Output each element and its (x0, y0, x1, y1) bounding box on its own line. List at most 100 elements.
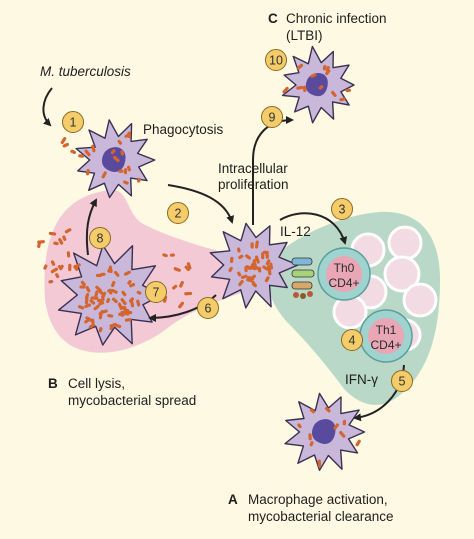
bacterium (86, 168, 90, 176)
step-marker-number: 10 (269, 54, 283, 68)
bacterium (267, 268, 272, 276)
step-marker-number: 4 (349, 334, 356, 348)
activated-macrophage-nucleus (311, 419, 336, 444)
bacterium (110, 149, 116, 155)
outcome-c-line1: Chronic infection (286, 11, 387, 26)
il12-label: IL-12 (280, 224, 311, 239)
bacterium (317, 459, 322, 468)
bacterium (118, 312, 125, 317)
bacterium (68, 263, 72, 272)
bacterium (124, 318, 132, 322)
step-marker-8: 8 (89, 227, 111, 249)
step-marker-number: 6 (205, 302, 212, 316)
bacterium (85, 285, 91, 293)
step-marker-number: 7 (153, 286, 160, 300)
synapse-peptide-1 (293, 292, 299, 298)
outcome-c-line2: (LTBI) (286, 28, 323, 43)
step-marker-circle (167, 202, 189, 224)
bacterium (84, 149, 91, 157)
bacterium (309, 408, 315, 414)
step-marker-number: 1 (70, 116, 77, 130)
bacterium (169, 253, 175, 257)
chronic-infection-macrophage-nucleus (305, 73, 328, 97)
bacterium (237, 247, 241, 253)
bacterium (98, 290, 105, 296)
bacterium (126, 165, 131, 172)
bacterium (254, 240, 259, 249)
bacterium (264, 276, 270, 283)
cd4-cell-bg-2 (387, 225, 423, 261)
arrow-lysis-to-phagocytosis (85, 198, 97, 256)
bacterium (77, 305, 85, 310)
synapse-peptide-2 (300, 293, 306, 299)
bacterium (62, 235, 67, 241)
bacterium (98, 301, 105, 306)
bacterium (60, 136, 67, 145)
bacterium (124, 270, 131, 276)
outcome-b-line1: Cell lysis, (68, 376, 125, 391)
activated-macrophage (284, 392, 366, 471)
bacterium (245, 265, 253, 270)
bacterium (120, 150, 125, 156)
pathogen-label: M. tuberculosis (40, 64, 131, 79)
step-marker-5: 5 (391, 370, 413, 392)
bacterium (308, 433, 312, 441)
step-marker-circle (261, 106, 283, 128)
step-marker-number: 2 (175, 207, 182, 221)
bacterium (333, 423, 339, 430)
bacterium (121, 290, 127, 297)
step-marker-number: 5 (399, 375, 406, 389)
bacterium (309, 441, 314, 447)
t-cell-cluster (317, 225, 438, 363)
bacterium (78, 154, 85, 158)
bacterium (106, 297, 111, 304)
bacterium (179, 280, 184, 288)
step-marker-number: 3 (339, 203, 346, 217)
bacterium (318, 85, 324, 90)
th1-cd4-label: CD4+ (370, 338, 401, 352)
arrow-pathogen-to-cell (42, 87, 53, 127)
bacterium (262, 250, 269, 255)
bacterium (99, 272, 106, 277)
bacterium (345, 88, 351, 93)
bacterium (322, 64, 327, 71)
step-marker-number: 9 (269, 111, 276, 125)
step-marker-7: 7 (145, 281, 167, 303)
lysed-cell-bacteria (77, 265, 142, 333)
bacterium (98, 312, 103, 320)
bacterium (89, 299, 96, 305)
bacterium (129, 282, 136, 288)
lysed-macrophage-body (57, 244, 163, 346)
bacterium (238, 280, 244, 287)
bacterium (229, 256, 234, 263)
bacterium (84, 303, 92, 308)
bacterium (62, 142, 70, 148)
synapse-receptor-3 (291, 281, 313, 290)
intracellular-label-line2: proliferation (218, 177, 289, 192)
step-marker-circle (89, 227, 111, 249)
bacterium (37, 242, 41, 249)
bacterium (117, 302, 123, 311)
bacterium (228, 266, 233, 273)
step-marker-6: 6 (197, 297, 219, 319)
bacterium (252, 259, 256, 265)
bacterium (109, 324, 114, 331)
bacterium (124, 132, 131, 139)
bacterium (331, 90, 337, 97)
outcome-b-line2: mycobacterial spread (68, 393, 196, 408)
bacterium (107, 313, 114, 318)
chronic-infection-macrophage (281, 45, 355, 124)
bacterium (325, 65, 330, 72)
bacterium (117, 139, 123, 145)
bacterium (325, 69, 331, 76)
infected-macrophage-bacteria (228, 240, 274, 288)
bacterium (113, 270, 120, 277)
arrow-il12-to-th0 (279, 212, 348, 245)
bacterium (127, 280, 132, 285)
bacterium (246, 275, 255, 281)
bacterium (57, 265, 64, 270)
bacterium (112, 155, 120, 163)
th0-label: Th0 (334, 261, 355, 275)
bacterium (90, 296, 99, 300)
